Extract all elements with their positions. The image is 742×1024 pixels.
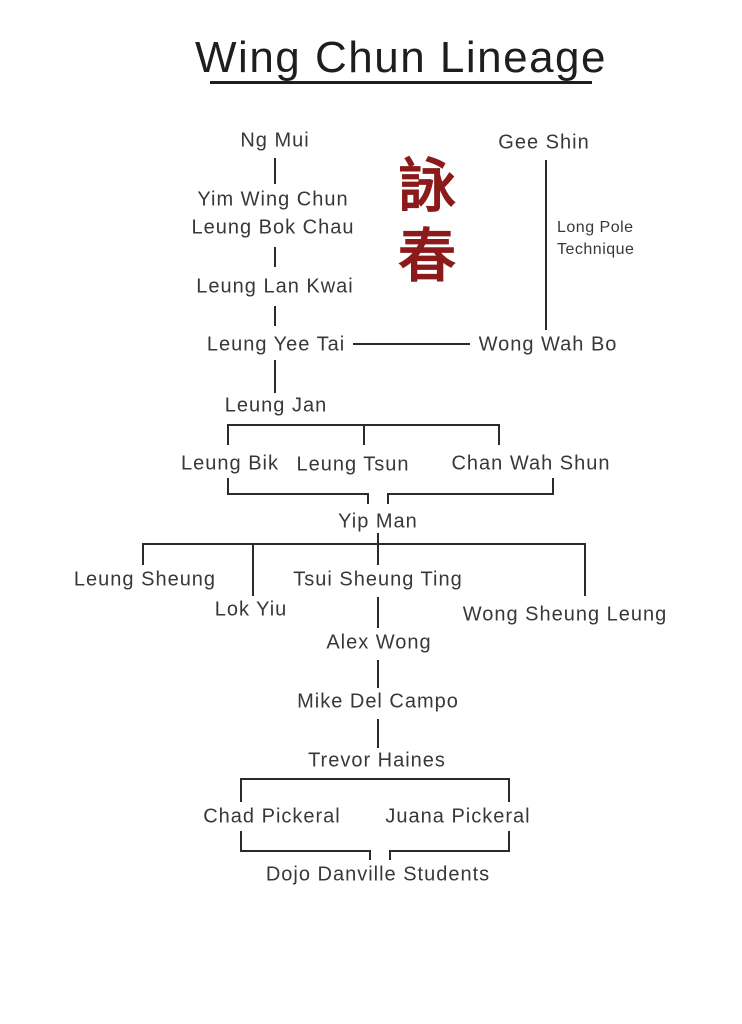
- node-wong-wah-bo: Wong Wah Bo: [478, 333, 618, 356]
- node-leung-sheung: Leung Sheung: [73, 568, 217, 591]
- node-leung-lan-kwai: Leung Lan Kwai: [196, 275, 354, 298]
- node-leung-bok-chau: Leung Bok Chau: [191, 216, 355, 239]
- node-gee-shin: Gee Shin: [498, 131, 590, 154]
- bracket-yipman-left-horizontal: [227, 493, 369, 495]
- node-trevor-haines: Trevor Haines: [308, 749, 446, 772]
- connector-leungbokchau-to-leunglankwai: [274, 247, 276, 267]
- bracket-drop-chadpickeral: [240, 778, 242, 802]
- node-lok-yiu: Lok Yiu: [214, 598, 288, 621]
- node-juana-pickeral: Juana Pickeral: [385, 805, 531, 828]
- bracket-dojo-right-riser: [508, 831, 510, 851]
- node-tsui-sheung-ting: Tsui Sheung Ting: [293, 568, 463, 591]
- node-chad-pickeral: Chad Pickeral: [203, 805, 341, 828]
- bracket-drop-wongsheungleung: [584, 543, 586, 596]
- bracket-leungjan-drop-leungtsun: [363, 424, 365, 445]
- seal-char-chun: 春: [397, 222, 457, 290]
- long-pole-line1: Long Pole: [557, 219, 634, 236]
- node-yim-wing-chun: Yim Wing Chun: [197, 188, 349, 211]
- bracket-leungjan-drop-leungbik: [227, 424, 229, 445]
- node-wong-sheung-leung: Wong Sheung Leung: [462, 603, 668, 626]
- bracket-dojo-left-drop: [369, 850, 371, 860]
- long-pole-technique-label: Long Pole Technique: [557, 217, 634, 261]
- node-alex-wong: Alex Wong: [326, 631, 432, 654]
- bracket-drop-tsuisheungting: [377, 543, 379, 565]
- bracket-dojo-left-horizontal: [240, 850, 371, 852]
- bracket-yipman-children-horizontal: [142, 543, 586, 545]
- connector-mikedelcampo-to-trevorhaines: [377, 719, 379, 748]
- node-yip-man: Yip Man: [338, 510, 418, 533]
- node-dojo-danville-students: Dojo Danville Students: [265, 863, 491, 886]
- connector-geeshin-to-wongwahbo: [545, 160, 547, 330]
- bracket-yipman-right-drop: [387, 493, 389, 504]
- bracket-yipman-right-riser: [552, 478, 554, 494]
- bracket-yipman-left-riser: [227, 478, 229, 494]
- bracket-yipman-right-horizontal: [387, 493, 554, 495]
- bracket-trevorhaines-horizontal: [240, 778, 510, 780]
- bracket-leungjan-drop-chanwahshun: [498, 424, 500, 445]
- connector-tsuisheungting-to-alexwong: [377, 597, 379, 628]
- node-leung-jan: Leung Jan: [224, 394, 328, 417]
- bracket-drop-lokyiu: [252, 543, 254, 596]
- connector-alexwong-to-mikedelcampo: [377, 660, 379, 688]
- node-leung-bik: Leung Bik: [181, 452, 279, 475]
- title-underline: [210, 81, 592, 84]
- node-leung-yee-tai: Leung Yee Tai: [206, 333, 346, 356]
- bracket-drop-juanapickeral: [508, 778, 510, 802]
- bracket-yipman-children-stem: [377, 533, 379, 543]
- bracket-yipman-left-drop: [367, 493, 369, 504]
- node-leung-tsun: Leung Tsun: [296, 453, 410, 476]
- page-title: Wing Chun Lineage: [195, 33, 607, 82]
- node-mike-del-campo: Mike Del Campo: [297, 690, 459, 713]
- bracket-dojo-right-drop: [389, 850, 391, 860]
- long-pole-line2: Technique: [557, 241, 635, 258]
- bracket-dojo-right-horizontal: [389, 850, 510, 852]
- bracket-drop-leungsheung: [142, 543, 144, 565]
- connector-leunglankwai-to-leungyeetai: [274, 306, 276, 326]
- connector-ngmui-to-yimwingchun: [274, 158, 276, 184]
- connector-leungyeetai-to-leungjan: [274, 360, 276, 393]
- node-chan-wah-shun: Chan Wah Shun: [451, 452, 611, 475]
- bracket-dojo-left-riser: [240, 831, 242, 851]
- seal-char-wing: 詠: [397, 152, 457, 220]
- connector-leungyeetai-to-wongwahbo: [353, 343, 470, 345]
- node-ng-mui: Ng Mui: [240, 129, 310, 152]
